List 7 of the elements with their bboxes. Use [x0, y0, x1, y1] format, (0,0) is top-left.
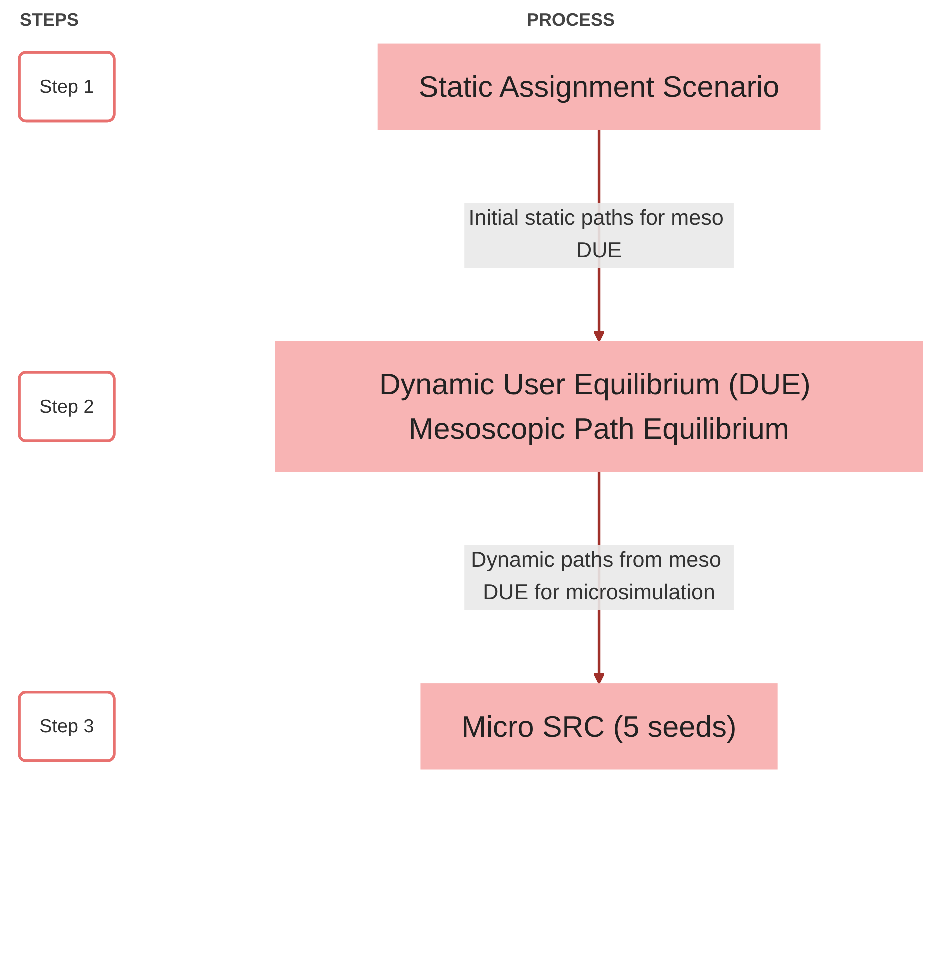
edge-label: Initial static paths for meso DUE — [468, 207, 724, 263]
node-box: Micro SRC (5 seeds) — [420, 684, 778, 770]
column-heading: PROCESS — [526, 10, 616, 31]
edge-label: Dynamic paths from meso DUE for microsimulation — [471, 550, 722, 605]
column-heading: STEPS — [20, 10, 80, 31]
node-box: Dynamic User Equilibrium (DUE) Mesoscopic Path Equilibrium — [275, 341, 924, 472]
node-box: Static Assignment Scenario — [378, 44, 821, 130]
